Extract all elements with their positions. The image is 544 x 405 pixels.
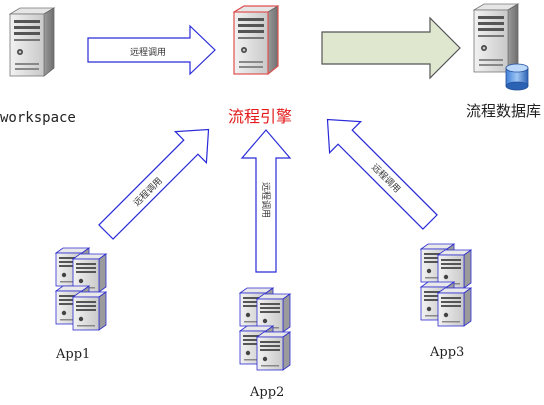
arrow-app2-to-engine-label: 远程调用 bbox=[260, 182, 271, 218]
app2-label: App2 bbox=[250, 385, 285, 400]
app1-label: App1 bbox=[56, 347, 91, 362]
database-server-icon bbox=[473, 3, 529, 91]
arrow-app3-to-engine: 远程调用 bbox=[326, 118, 438, 230]
workspace-label: workspace bbox=[0, 110, 76, 126]
arrow-app2-to-engine: 远程调用 bbox=[240, 129, 292, 273]
database-label: 流程数据库 bbox=[466, 102, 542, 120]
arrow-workspace-to-engine: 远程调用 bbox=[87, 24, 216, 76]
arrow-app1-to-engine: 远程调用 bbox=[98, 128, 210, 240]
app1-cluster-icon bbox=[56, 248, 106, 330]
app3-cluster-icon bbox=[421, 244, 471, 326]
engine-server-icon bbox=[233, 5, 279, 75]
arrow-engine-to-database bbox=[321, 16, 461, 80]
arrow-workspace-to-engine-label: 远程调用 bbox=[130, 47, 166, 58]
app3-label: App3 bbox=[430, 345, 465, 360]
app2-cluster-icon bbox=[240, 288, 290, 370]
workspace-server-icon bbox=[9, 7, 55, 77]
database-cylinder-icon bbox=[505, 63, 529, 91]
engine-label: 流程引擎 bbox=[228, 107, 293, 126]
